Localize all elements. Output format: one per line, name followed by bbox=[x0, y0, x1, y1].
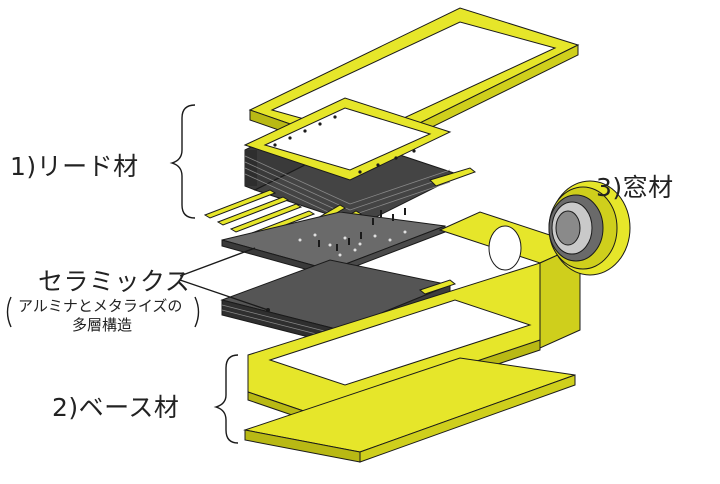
lead-label: 1)リード材 bbox=[10, 152, 139, 181]
base-housing bbox=[243, 211, 582, 463]
via-pins bbox=[318, 208, 406, 251]
ceramics-sub2: 多層構造 bbox=[72, 316, 133, 334]
ceramics-label: セラミックス bbox=[38, 267, 191, 296]
base-label: 2)ベース材 bbox=[52, 393, 180, 422]
window-label: 3)窓材 bbox=[596, 173, 674, 202]
window-lens bbox=[548, 180, 631, 276]
label-braces bbox=[6, 104, 269, 444]
ceramics-sub1: アルミナとメタライズの bbox=[18, 297, 183, 315]
ceramic-sheet bbox=[221, 211, 446, 277]
